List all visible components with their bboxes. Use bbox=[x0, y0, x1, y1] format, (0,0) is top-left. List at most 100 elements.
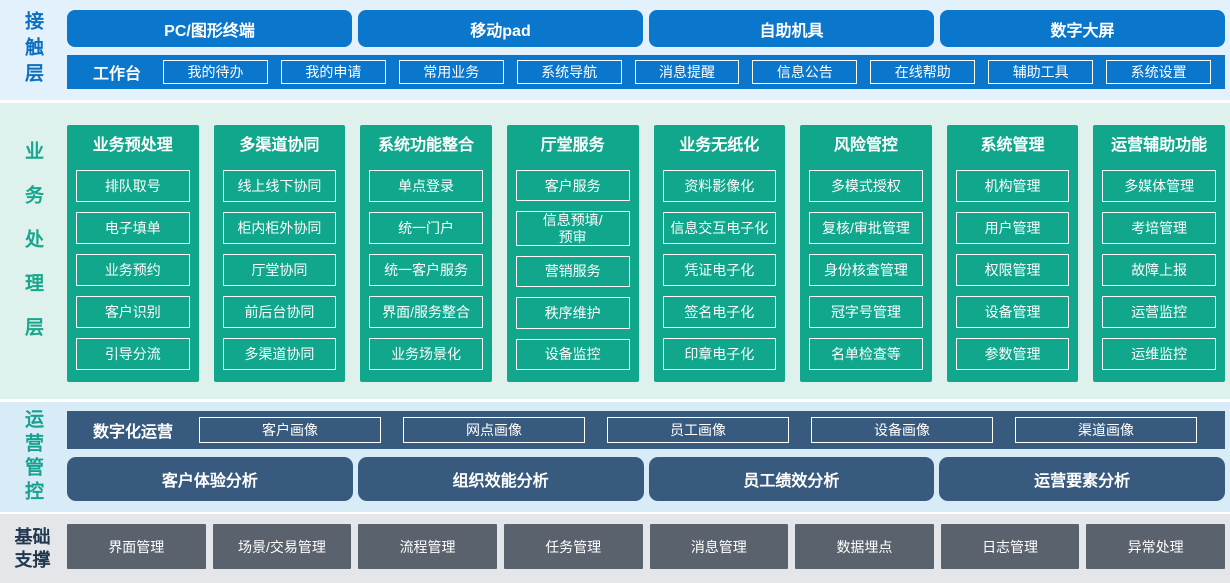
business-item[interactable]: 考培管理 bbox=[1102, 212, 1216, 244]
ops-layer-label-col: 运营管控 bbox=[0, 402, 65, 512]
workbench-item[interactable]: 系统导航 bbox=[516, 60, 622, 84]
business-item[interactable]: 厅堂协同 bbox=[222, 254, 337, 286]
workbench-items: 我的待办我的申请常用业务系统导航消息提醒信息公告在线帮助辅助工具系统设置 bbox=[163, 60, 1212, 84]
business-item[interactable]: 业务预约 bbox=[76, 254, 190, 286]
workbench-item[interactable]: 信息公告 bbox=[752, 60, 858, 84]
business-item[interactable]: 故障上报 bbox=[1102, 254, 1216, 286]
business-item[interactable]: 信息预填/ 预审 bbox=[515, 211, 630, 246]
analysis-box[interactable]: 组织效能分析 bbox=[357, 457, 644, 501]
contact-layer-label: 接触层 bbox=[22, 11, 43, 89]
business-item[interactable]: 运营监控 bbox=[1102, 296, 1216, 328]
business-item[interactable]: 多渠道协同 bbox=[222, 338, 337, 370]
business-item[interactable]: 设备管理 bbox=[955, 296, 1070, 328]
base-support-item[interactable]: 异常处理 bbox=[1086, 524, 1225, 569]
business-column-title: 厅堂服务 bbox=[540, 137, 605, 154]
business-column: 风险管控多模式授权复核/审批管理身份核查管理冠字号管理名单检查等 bbox=[800, 125, 932, 382]
business-item[interactable]: 凭证电子化 bbox=[662, 254, 777, 286]
business-item[interactable]: 引导分流 bbox=[76, 338, 190, 370]
business-item[interactable]: 资料影像化 bbox=[662, 170, 777, 202]
business-item[interactable]: 电子填单 bbox=[76, 212, 190, 244]
business-item[interactable]: 设备监控 bbox=[515, 338, 630, 370]
base-layer-body: 界面管理场景/交易管理流程管理任务管理消息管理数据埋点日志管理异常处理 bbox=[65, 514, 1230, 583]
business-column-title: 运营辅助功能 bbox=[1111, 137, 1208, 154]
business-item[interactable]: 秩序维护 bbox=[515, 297, 630, 329]
base-support-item[interactable]: 日志管理 bbox=[940, 524, 1080, 569]
base-support-item[interactable]: 数据埋点 bbox=[795, 524, 934, 569]
business-item[interactable]: 复核/审批管理 bbox=[809, 212, 923, 244]
business-item[interactable]: 多模式授权 bbox=[809, 170, 923, 202]
workbench-item[interactable]: 在线帮助 bbox=[870, 60, 976, 84]
business-item[interactable]: 参数管理 bbox=[955, 338, 1070, 370]
digital-ops-item[interactable]: 客户画像 bbox=[199, 417, 382, 443]
business-item[interactable]: 印章电子化 bbox=[662, 338, 777, 370]
business-item[interactable]: 用户管理 bbox=[955, 212, 1070, 244]
business-column: 运营辅助功能多媒体管理考培管理故障上报运营监控运维监控 bbox=[1093, 125, 1225, 382]
business-column: 业务无纸化资料影像化信息交互电子化凭证电子化签名电子化印章电子化 bbox=[653, 125, 786, 382]
business-columns: 业务预处理排队取号电子填单业务预约客户识别引导分流多渠道协同线上线下协同柜内柜外… bbox=[67, 113, 1225, 399]
channel-button[interactable]: 移动pad bbox=[358, 10, 643, 47]
analysis-box[interactable]: 运营要素分析 bbox=[939, 457, 1225, 501]
business-item[interactable]: 统一门户 bbox=[369, 212, 483, 244]
business-column: 业务预处理排队取号电子填单业务预约客户识别引导分流 bbox=[67, 125, 199, 382]
channel-button[interactable]: PC/图形终端 bbox=[67, 10, 352, 47]
business-item[interactable]: 线上线下协同 bbox=[222, 170, 337, 202]
workbench-item[interactable]: 消息提醒 bbox=[634, 60, 740, 84]
business-column: 系统功能整合单点登录统一门户统一客户服务界面/服务整合业务场景化 bbox=[360, 125, 492, 382]
business-item[interactable]: 客户识别 bbox=[76, 296, 190, 328]
base-layer-section: 基础支撑 界面管理场景/交易管理流程管理任务管理消息管理数据埋点日志管理异常处理 bbox=[0, 514, 1230, 583]
business-item[interactable]: 客户服务 bbox=[515, 170, 630, 202]
base-support-item[interactable]: 流程管理 bbox=[358, 524, 497, 569]
business-item[interactable]: 机构管理 bbox=[955, 170, 1070, 202]
analysis-box[interactable]: 员工绩效分析 bbox=[648, 457, 935, 501]
base-support-item[interactable]: 消息管理 bbox=[649, 524, 789, 569]
business-item[interactable]: 界面/服务整合 bbox=[369, 296, 483, 328]
business-item[interactable]: 名单检查等 bbox=[809, 338, 923, 370]
business-item[interactable]: 身份核查管理 bbox=[809, 254, 923, 286]
base-support-item[interactable]: 场景/交易管理 bbox=[212, 524, 352, 569]
business-column-title: 多渠道协同 bbox=[239, 137, 320, 154]
business-layer-section: 业务处理层 业务预处理排队取号电子填单业务预约客户识别引导分流多渠道协同线上线下… bbox=[0, 103, 1230, 399]
business-item[interactable]: 运维监控 bbox=[1102, 338, 1216, 370]
business-column-title: 业务预处理 bbox=[92, 137, 173, 154]
business-item[interactable]: 多媒体管理 bbox=[1102, 170, 1216, 202]
workbench-item[interactable]: 常用业务 bbox=[398, 60, 504, 84]
workbench-item[interactable]: 我的待办 bbox=[163, 60, 268, 84]
business-column: 系统管理机构管理用户管理权限管理设备管理参数管理 bbox=[946, 125, 1079, 382]
business-item[interactable]: 信息交互电子化 bbox=[662, 212, 777, 244]
workbench-item[interactable]: 辅助工具 bbox=[988, 60, 1094, 84]
digital-ops-item[interactable]: 渠道画像 bbox=[1015, 417, 1198, 443]
business-item[interactable]: 签名电子化 bbox=[662, 296, 777, 328]
analysis-box[interactable]: 客户体验分析 bbox=[67, 457, 353, 501]
channel-button[interactable]: 数字大屏 bbox=[940, 10, 1225, 47]
business-item[interactable]: 单点登录 bbox=[369, 170, 483, 202]
base-layer-label-col: 基础支撑 bbox=[0, 514, 65, 583]
business-item[interactable]: 冠字号管理 bbox=[809, 296, 923, 328]
ops-layer-section: 运营管控 数字化运营 客户画像网点画像员工画像设备画像渠道画像 客户体验分析组织… bbox=[0, 402, 1230, 512]
base-support-item[interactable]: 任务管理 bbox=[503, 524, 643, 569]
workbench-item[interactable]: 我的申请 bbox=[280, 60, 386, 84]
digital-ops-bar: 数字化运营 客户画像网点画像员工画像设备画像渠道画像 bbox=[67, 411, 1225, 449]
channel-button[interactable]: 自助机具 bbox=[649, 10, 934, 47]
base-support-item[interactable]: 界面管理 bbox=[67, 524, 206, 569]
workbench-label: 工作台 bbox=[93, 66, 142, 83]
ops-layer-label: 运营管控 bbox=[22, 409, 43, 505]
business-item[interactable]: 权限管理 bbox=[955, 254, 1070, 286]
business-item[interactable]: 业务场景化 bbox=[369, 338, 483, 370]
digital-ops-item[interactable]: 网点画像 bbox=[403, 417, 586, 443]
digital-ops-items: 客户画像网点画像员工画像设备画像渠道画像 bbox=[199, 417, 1198, 443]
ops-layer-body: 数字化运营 客户画像网点画像员工画像设备画像渠道画像 客户体验分析组织效能分析员… bbox=[65, 402, 1230, 512]
business-item[interactable]: 排队取号 bbox=[76, 170, 190, 202]
digital-ops-item[interactable]: 员工画像 bbox=[607, 417, 790, 443]
business-item[interactable]: 柜内柜外协同 bbox=[222, 212, 337, 244]
business-column: 多渠道协同线上线下协同柜内柜外协同厅堂协同前后台协同多渠道协同 bbox=[213, 125, 346, 382]
digital-ops-item[interactable]: 设备画像 bbox=[811, 417, 994, 443]
business-column-title: 业务无纸化 bbox=[679, 137, 760, 154]
business-item[interactable]: 统一客户服务 bbox=[369, 254, 483, 286]
workbench-item[interactable]: 系统设置 bbox=[1106, 60, 1212, 84]
business-item[interactable]: 前后台协同 bbox=[222, 296, 337, 328]
business-column-title: 系统功能整合 bbox=[378, 137, 475, 154]
business-item[interactable]: 营销服务 bbox=[515, 255, 630, 288]
